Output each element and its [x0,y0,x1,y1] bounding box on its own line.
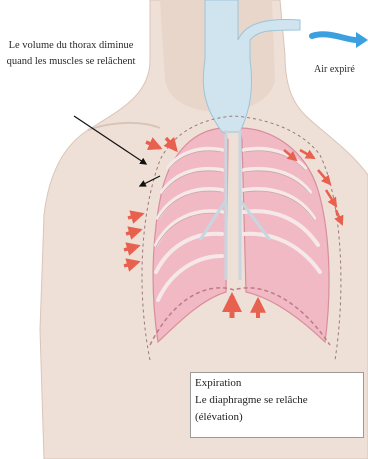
air-out-label: Air expiré [314,64,355,75]
air-out-arrow-head [356,32,368,48]
info-line-1: Le diaphragme se relâche [195,392,359,409]
expiration-info-box: Expiration Le diaphragme se relâche (élé… [190,372,364,438]
air-out-arrow [312,34,362,40]
thorax-volume-label: Le volume du thorax diminue quand les mu… [6,38,136,70]
info-line-2: (élévation) [195,409,359,426]
info-title: Expiration [195,375,359,392]
